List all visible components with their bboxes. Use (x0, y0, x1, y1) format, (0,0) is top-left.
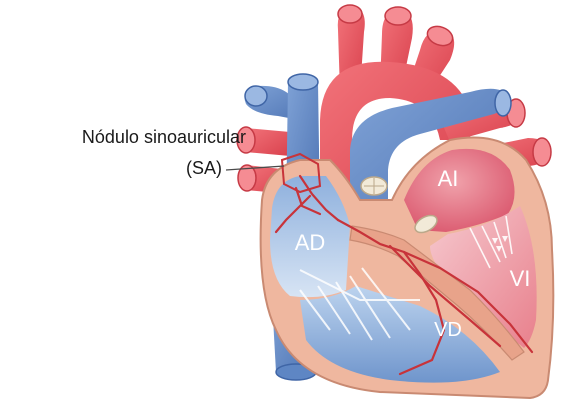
label-left-atrium: AI (438, 166, 459, 191)
sa-node-label-line2: (SA) (186, 158, 222, 178)
svc-opening (288, 74, 318, 90)
sa-node-label-line1: Nódulo sinoauricular (82, 127, 246, 147)
label-right-atrium: AD (295, 230, 326, 255)
label-left-ventricle: VI (510, 266, 531, 291)
aortic-valve (361, 177, 387, 195)
label-right-ventricle: VD (434, 319, 462, 341)
